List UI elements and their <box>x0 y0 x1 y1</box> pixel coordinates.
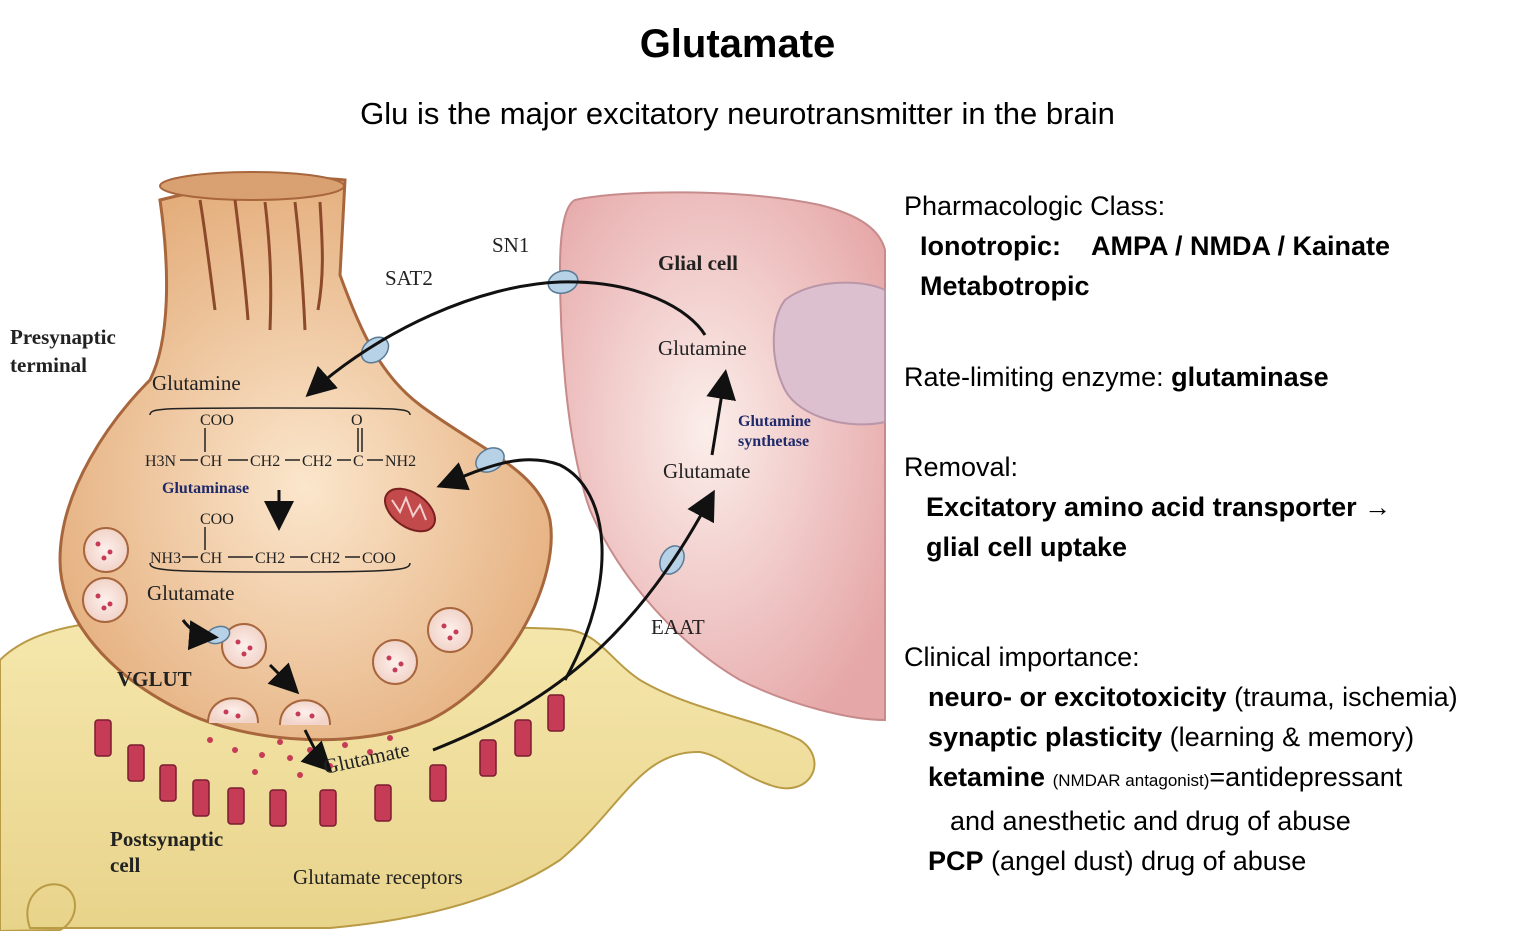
glutamate-coo-end: COO <box>362 550 396 567</box>
sat2-transporter <box>360 336 390 364</box>
receptor <box>429 764 447 802</box>
info-panel: Pharmacologic Class: Ionotropic: AMPA / … <box>904 186 1524 881</box>
clinical-item-4: PCP (angel dust) drug of abuse <box>904 841 1524 881</box>
metabotropic: Metabotropic <box>920 271 1090 301</box>
glutamate-coo: COO <box>200 511 234 528</box>
glutamine-presyn-label: Glutamine <box>152 371 241 395</box>
sn1-label: SN1 <box>492 233 529 257</box>
glutamine-coo: COO <box>200 412 234 429</box>
glial-glutamine-label: Glutamine <box>658 336 747 360</box>
glutamine-c: C <box>353 453 364 470</box>
presynaptic-label-2: terminal <box>10 353 87 377</box>
vesicle <box>427 607 473 653</box>
pharm-heading: Pharmacologic Class: <box>904 191 1166 221</box>
vesicle <box>82 577 128 623</box>
glutamate-to-vglut-arrow <box>181 619 219 651</box>
vesicle-to-release-arrow <box>267 662 300 695</box>
receptor <box>227 787 245 825</box>
glutamate-nh3: NH3 <box>150 550 181 567</box>
synaptic-vesicles <box>82 527 473 726</box>
vglut-label: VGLUT <box>117 667 192 691</box>
ionotropic-row: Ionotropic: AMPA / NMDA / Kainate <box>904 226 1524 266</box>
clinical-item-2-rest: (learning & memory) <box>1169 722 1415 752</box>
glutamate-bracket <box>149 562 411 573</box>
sat2-label: SAT2 <box>385 266 433 290</box>
glutamate-receptors <box>94 694 565 827</box>
clinical-item-3-line2: and anesthetic and drug of abuse <box>950 806 1351 836</box>
axon-cut-surface <box>159 171 345 201</box>
glutamate-ch2-b: CH2 <box>310 550 340 567</box>
clinical-heading: Clinical importance: <box>904 642 1140 672</box>
glutamine-nh2: NH2 <box>385 453 416 470</box>
release-arrow <box>300 729 333 773</box>
presynaptic-terminal <box>58 176 553 742</box>
vesicle <box>83 527 129 573</box>
glutamine-ch2-a: CH2 <box>250 453 280 470</box>
clinical-item-4-rest: (angel dust) drug of abuse <box>991 846 1307 876</box>
receptor <box>374 784 392 822</box>
glutaminase-label: Glutaminase <box>162 480 249 497</box>
glutamate-ch2-a: CH2 <box>255 550 285 567</box>
rate-row: Rate-limiting enzyme: glutaminase <box>904 357 1524 397</box>
glutamine-synthetase-arrow <box>706 369 736 456</box>
glutamine-ch: CH <box>200 453 223 470</box>
clinical-item-3-small: (NMDAR antagonist) <box>1052 771 1210 790</box>
receptor <box>127 744 145 782</box>
removal-line1: Excitatory amino acid transporter → <box>926 492 1392 522</box>
ionotropic-types: AMPA / NMDA / Kainate <box>1091 231 1391 261</box>
receptor <box>159 764 177 802</box>
glutamate-receptors-label: Glutamate receptors <box>293 865 463 889</box>
receptor <box>319 789 337 827</box>
vesicle <box>221 623 267 669</box>
clinical-item-3-rest: =antidepressant <box>1209 762 1403 792</box>
clinical-item-2-bold: synaptic plasticity <box>928 722 1163 752</box>
postsynaptic-label-2: cell <box>110 853 140 877</box>
cleft-to-eaat-arrow <box>432 489 715 752</box>
rate-enzyme: glutaminase <box>1171 362 1329 392</box>
clinical-item-3-bold: ketamine <box>928 762 1046 792</box>
glutamate-ch: CH <box>200 550 223 567</box>
removal-line2: glial cell uptake <box>926 532 1128 562</box>
glutamate-presyn-label: Glutamate <box>147 581 234 605</box>
cleft-to-mito-arrow <box>436 458 604 681</box>
glutamine-to-terminal-arrow <box>305 280 707 398</box>
docked-vesicle <box>207 697 259 724</box>
eaat-label: EAAT <box>651 615 705 639</box>
postsynaptic-label-1: Postsynaptic <box>110 827 223 851</box>
rate-label: Rate-limiting enzyme: <box>904 362 1164 392</box>
clinical-item-2: synaptic plasticity (learning & memory) <box>904 717 1524 757</box>
glutamine-o: O <box>351 412 363 429</box>
presynaptic-label-1: Presynaptic <box>10 325 116 349</box>
glial-glutamate-label: Glutamate <box>663 459 750 483</box>
vesicle-contents <box>95 541 459 719</box>
glutamine-synthetase-label-2: synthetase <box>738 433 809 450</box>
receptor <box>269 789 287 827</box>
ionotropic-label: Ionotropic: <box>920 231 1061 261</box>
axon-fibers <box>198 199 324 331</box>
receptor <box>94 719 112 757</box>
removal-heading: Removal: <box>904 452 1019 482</box>
glutamine-h3n: H3N <box>145 453 177 470</box>
page-title: Glutamate <box>639 22 836 66</box>
page-subtitle: Glu is the major excitatory neurotransmi… <box>360 96 1115 131</box>
clinical-item-4-bold: PCP <box>928 846 984 876</box>
clinical-item-1: neuro- or excitotoxicity (trauma, ischem… <box>904 677 1524 717</box>
glial-nucleus <box>772 281 886 426</box>
clinical-item-1-rest: (trauma, ischemia) <box>1234 682 1458 712</box>
docked-vesicle <box>279 699 331 726</box>
receptor <box>192 779 210 817</box>
glutamate-synapse-diagram: Presynaptic terminal Glial cell Postsyna… <box>0 171 886 931</box>
glutamine-synthetase-label-1: Glutamine <box>738 413 811 430</box>
glutamine-ch2-b: CH2 <box>302 453 332 470</box>
clinical-item-3: ketamine (NMDAR antagonist)=antidepressa… <box>904 757 1524 801</box>
clinical-item-1-bold: neuro- or excitotoxicity <box>928 682 1227 712</box>
mitochondrion <box>384 487 436 533</box>
glial-cell-label: Glial cell <box>658 251 738 275</box>
receptor <box>547 694 565 732</box>
receptor <box>514 719 532 757</box>
vesicle <box>372 639 418 685</box>
receptor <box>479 739 497 777</box>
glutamine-bracket <box>149 407 411 416</box>
